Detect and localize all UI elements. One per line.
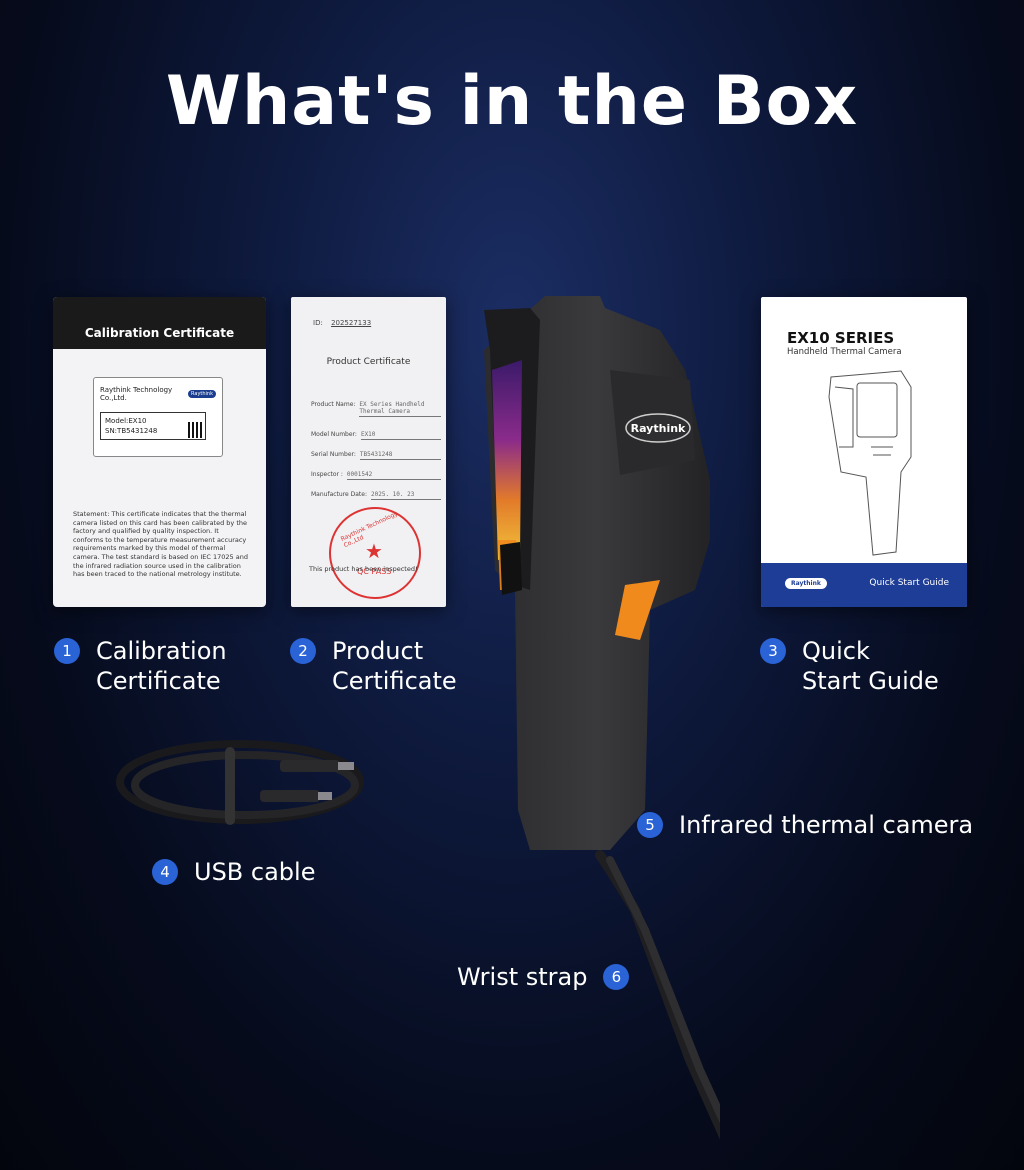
cert-field: Serial Number: TB5431248 [311,451,441,460]
item-label-usb-cable: 4 USB cable [152,857,315,887]
company-name: Raythink Technology Co.,Ltd. [100,386,173,402]
calibration-certificate-image: Calibration Certificate Raythink Technol… [53,297,266,607]
guide-subtitle: Handheld Thermal Camera [787,347,902,357]
label-line: Product [332,637,424,665]
item-label-camera: 5 Infrared thermal camera [637,810,973,840]
number-badge: 5 [637,812,663,838]
model-text: Model:EX10 [105,417,147,425]
guide-brand-logo: Raythink [785,578,827,589]
qc-stamp: Raythink Technology Co.,Ltd ★ QC PASS [329,507,421,599]
field-label: Manufacture Date: [311,491,367,498]
item-label-wrist-strap: Wrist strap 6 [457,962,630,992]
brand-logo: Raythink [188,390,216,398]
label-line: Start Guide [802,667,939,695]
cert-id: ID: 202527133 [313,319,371,327]
cert-field: Manufacture Date: 2025. 10. 23 [311,491,441,500]
product-certificate-image: ID: 202527133 Product Certificate Produc… [291,297,446,607]
number-badge: 1 [54,638,80,664]
stamp-pass: QC PASS [357,567,392,576]
thermal-camera-image: Raythink [484,296,720,1140]
inspected-text: This product has been inspected! [309,565,418,573]
field-value: 2025. 10. 23 [371,491,441,500]
cert-field: Inspector : 0001542 [311,471,441,480]
page-title: What's in the Box [165,62,859,141]
label-text: USB cable [194,858,316,886]
field-label: Model Number: [311,431,357,438]
field-value: TB5431248 [359,451,441,460]
field-value: EX10 [360,431,441,440]
cert-id-label: ID: [313,319,323,327]
cert-title: Product Certificate [326,357,411,367]
label-line: Quick [802,637,870,665]
star-icon: ★ [365,539,383,563]
serial-text: SN:TB5431248 [105,427,158,435]
field-value: EX Series Handheld Thermal Camera [359,401,441,417]
number-badge: 2 [290,638,316,664]
field-label: Product Name: [311,401,356,408]
label-line: Certificate [96,667,221,695]
item-label-product: 2 Product Certificate [290,636,457,696]
label-text: Wrist strap [457,963,588,991]
device-label: Raythink Technology Co.,Ltd. Raythink Mo… [93,377,223,457]
camera-sketch-icon [828,370,912,556]
guide-footer-text: Quick Start Guide [869,578,949,588]
cert-id-value: 202527133 [331,319,372,327]
model-serial-box: Model:EX10 SN:TB5431248 [100,412,206,440]
quick-start-guide-image: EX10 SERIES Handheld Thermal Camera Rayt… [761,297,967,607]
field-label: Inspector : [311,471,343,478]
guide-footer: Raythink Quick Start Guide [761,563,967,607]
label-line: Certificate [332,667,457,695]
guide-title: EX10 SERIES [787,329,895,347]
label-line: Calibration [96,637,227,665]
calibration-header: Calibration Certificate [53,297,266,349]
number-badge: 6 [603,964,630,990]
item-label-guide: 3 Quick Start Guide [760,636,939,696]
field-value: 0001542 [346,471,441,480]
cert-field: Product Name: EX Series Handheld Thermal… [311,401,441,417]
qr-code-icon [188,422,204,438]
calibration-statement: Statement: This certificate indicates th… [73,510,248,579]
item-label-calibration: 1 Calibration Certificate [54,636,227,696]
number-badge: 3 [760,638,786,664]
usb-cable-image [116,740,364,825]
number-badge: 4 [152,859,178,885]
camera-brand-text: Raythink [631,422,686,435]
field-label: Serial Number: [311,451,356,458]
label-text: Infrared thermal camera [679,811,974,839]
cert-field: Model Number: EX10 [311,431,441,440]
